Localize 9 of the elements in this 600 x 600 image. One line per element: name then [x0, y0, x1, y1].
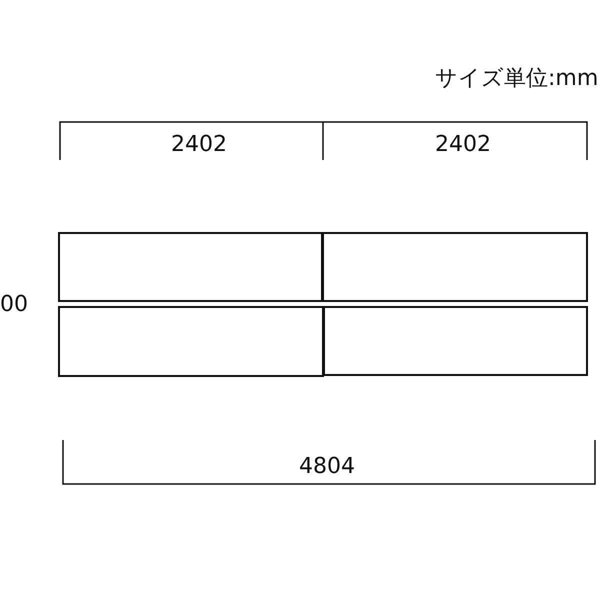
dimension-label: 2402 — [435, 134, 491, 156]
panel-rectangle — [58, 232, 323, 302]
panel-rectangle — [323, 306, 588, 376]
dimension-label: 4804 — [299, 456, 355, 478]
dimension-label: 00 — [0, 294, 28, 316]
panel-rectangle — [322, 232, 588, 302]
dimension-label: 2402 — [171, 134, 227, 156]
panel-rectangle — [58, 306, 324, 377]
unit-note: サイズ単位:mm — [435, 68, 598, 90]
